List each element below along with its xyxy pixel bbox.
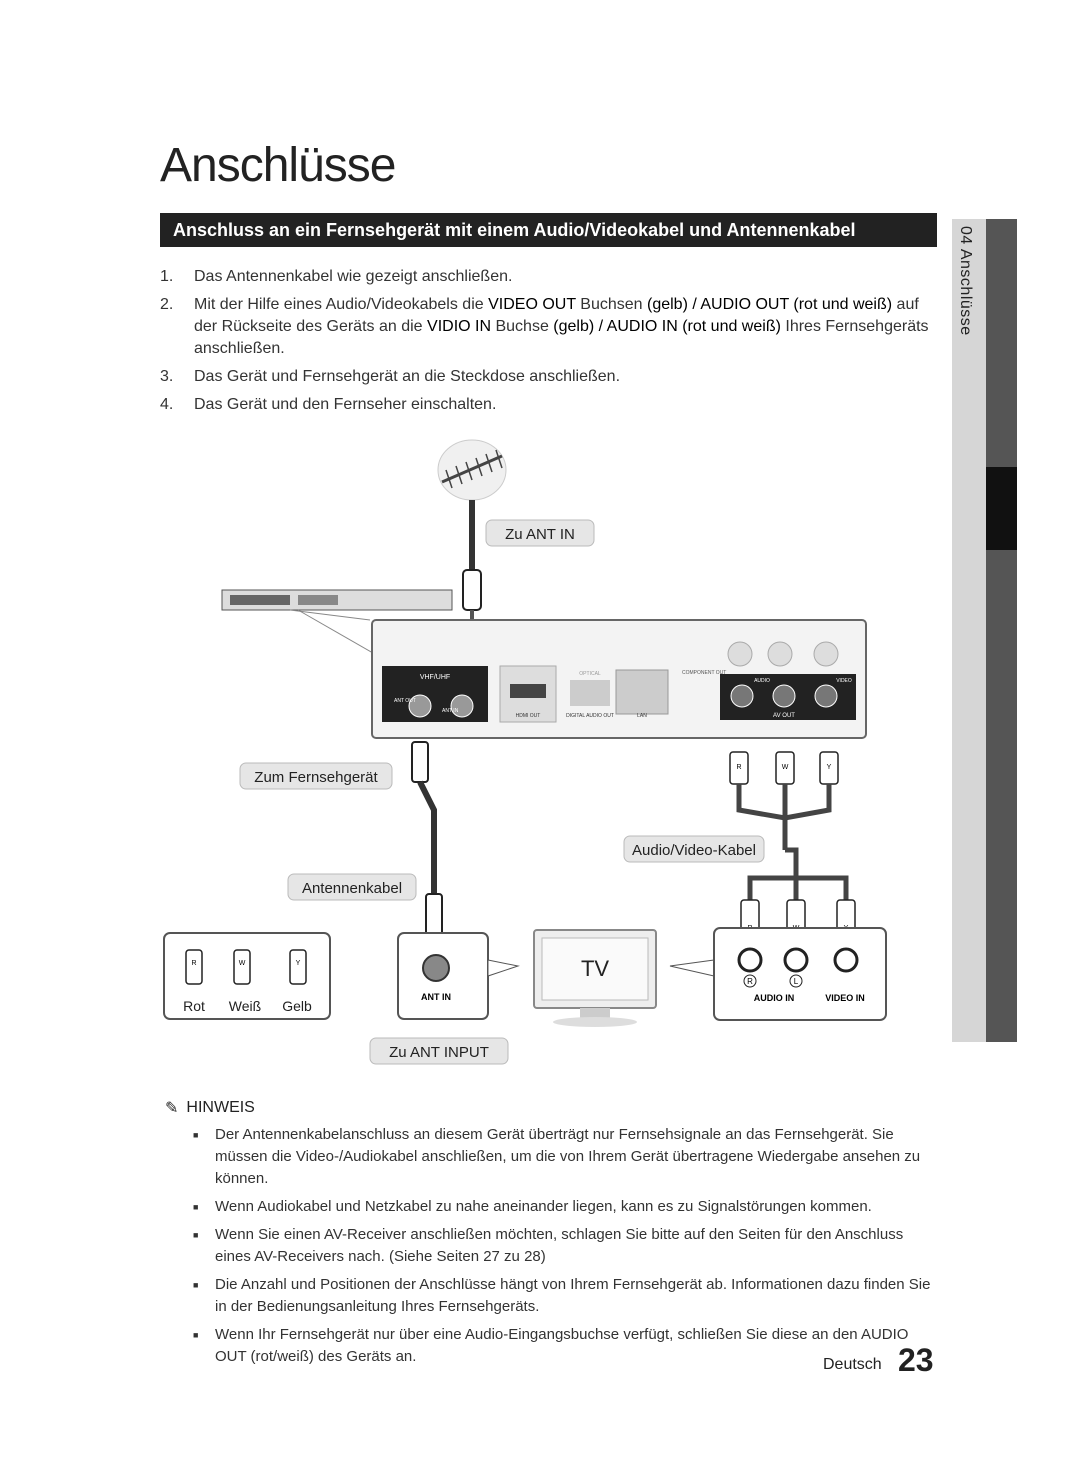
svg-text:VHF/UHF: VHF/UHF [420, 674, 450, 681]
side-tab-marker [986, 467, 1017, 550]
label-ant-in-box [485, 519, 595, 547]
note-item: Wenn Audiokabel und Netzkabel zu nahe an… [193, 1196, 943, 1218]
step-item: 3. Das Gerät und Fernsehgerät an die Ste… [160, 366, 940, 388]
svg-text:W: W [239, 960, 246, 967]
label-antenna-cable: Antennenkabel [302, 880, 402, 897]
section-heading: Anschluss an ein Fernsehgerät mit einem … [160, 213, 937, 247]
step-number: 2. [160, 296, 174, 313]
side-tab-edge [986, 219, 1017, 1042]
svg-text:Gelb: Gelb [282, 998, 312, 1014]
svg-text:Weiß: Weiß [229, 998, 261, 1014]
step-number: 4. [160, 396, 174, 413]
rear-panel: VHF/UHF ANT OUT ANT IN HDMI OUT OPTICAL … [371, 619, 867, 739]
svg-text:ANT IN: ANT IN [421, 992, 451, 1002]
side-tab [952, 219, 986, 1042]
step-item: 1. Das Antennenkabel wie gezeigt anschli… [160, 266, 940, 288]
svg-text:ANT OUT: ANT OUT [394, 698, 416, 704]
tv-av-in-panel: R L AUDIO IN VIDEO IN [669, 927, 887, 1021]
svg-text:R: R [191, 960, 196, 967]
label-tv: Zum Fernsehgerät [254, 769, 378, 786]
svg-text:ANT IN: ANT IN [442, 708, 459, 714]
step-text: Das Antennenkabel wie gezeigt anschließe… [194, 268, 513, 285]
page-title: Anschlüsse [160, 139, 396, 192]
svg-text:Y: Y [296, 960, 301, 967]
note-item: Die Anzahl und Positionen der Anschlüsse… [193, 1274, 943, 1318]
svg-text:Y: Y [827, 764, 832, 771]
steps-list: 1. Das Antennenkabel wie gezeigt anschli… [160, 266, 940, 422]
tv-ant-in-panel: ANT IN [397, 932, 520, 1020]
pencil-icon: ✎ [165, 1100, 179, 1117]
step-text: Das Gerät und den Fernseher einschalten. [194, 396, 497, 413]
svg-text:L: L [794, 977, 799, 986]
label-ant-in: Zu ANT IN [505, 526, 575, 543]
label-av-cable: Audio/Video-Kabel [632, 842, 756, 859]
svg-text:OPTICAL: OPTICAL [579, 671, 601, 677]
label-ant-input: Zu ANT INPUT [389, 1044, 489, 1061]
step-number: 3. [160, 368, 174, 385]
svg-text:TV: TV [581, 956, 609, 981]
svg-text:R: R [747, 977, 753, 986]
note-item: Der Antennenkabelanschluss an diesem Ger… [193, 1124, 943, 1190]
footer-language: Deutsch [823, 1356, 882, 1373]
note-item: Wenn Ihr Fernsehgerät nur über eine Audi… [193, 1324, 943, 1368]
notes-list: Der Antennenkabelanschluss an diesem Ger… [193, 1124, 943, 1374]
color-legend: R W Y Rot Weiß Gelb [163, 932, 331, 1020]
svg-text:LAN: LAN [637, 713, 647, 719]
step-item: 4. Das Gerät und den Fernseher einschalt… [160, 394, 940, 416]
page-number: 23 [898, 1342, 934, 1378]
step-number: 1. [160, 268, 174, 285]
tv-icon: TV [533, 929, 657, 1027]
note-item: Wenn Sie einen AV-Receiver anschließen m… [193, 1224, 943, 1268]
step-item: 2. Mit der Hilfe eines Audio/Videokabels… [160, 294, 940, 360]
svg-text:W: W [782, 764, 789, 771]
antenna-icon [437, 439, 507, 501]
svg-text:VIDEO IN: VIDEO IN [825, 993, 865, 1003]
svg-text:DIGITAL AUDIO OUT: DIGITAL AUDIO OUT [566, 713, 614, 719]
svg-text:AUDIO IN: AUDIO IN [754, 993, 795, 1003]
svg-text:Rot: Rot [183, 998, 205, 1014]
connection-diagram: Zu ANT IN VHF/UHF ANT OUT ANT IN HDMI OU… [163, 439, 887, 1065]
antenna-plug [462, 569, 482, 611]
step-text: Das Gerät und Fernsehgerät an die Steckd… [194, 368, 621, 385]
svg-text:VIDEO: VIDEO [836, 678, 852, 684]
step-text: Mit der Hilfe eines Audio/Videokabels di… [194, 296, 929, 357]
svg-text:HDMI OUT: HDMI OUT [516, 713, 541, 719]
player-device [221, 589, 453, 681]
svg-text:COMPONENT OUT: COMPONENT OUT [682, 670, 726, 676]
side-tab-label: 04 Anschlüsse [957, 226, 974, 336]
svg-text:R: R [736, 764, 741, 771]
svg-text:AUDIO: AUDIO [754, 678, 770, 684]
note-title: ✎ HINWEIS [165, 1099, 255, 1117]
svg-text:AV OUT: AV OUT [773, 713, 795, 719]
